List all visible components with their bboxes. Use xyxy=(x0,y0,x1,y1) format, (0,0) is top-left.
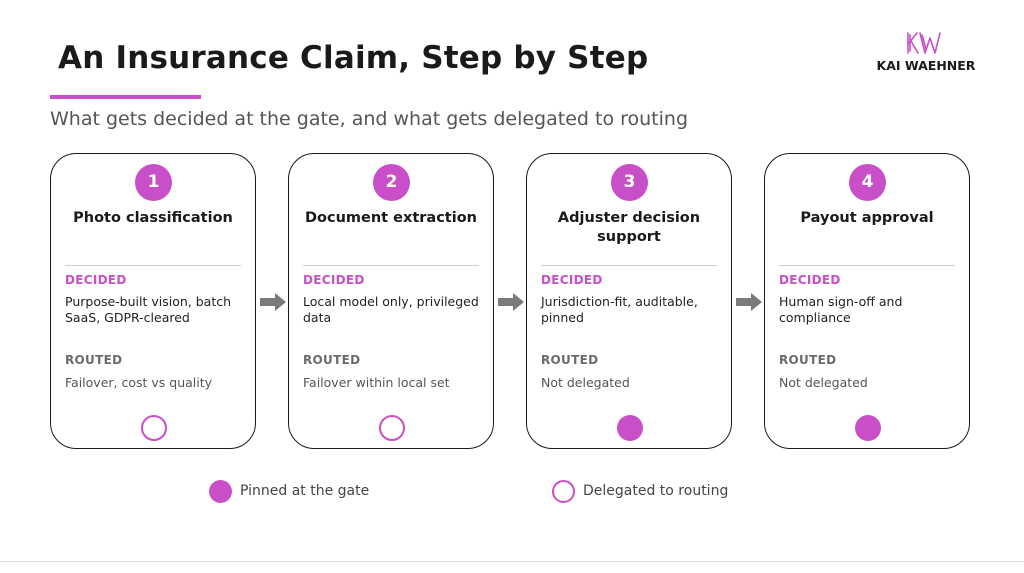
legend-label: Pinned at the gate xyxy=(240,483,370,499)
page-subtitle: What gets decided at the gate, and what … xyxy=(50,108,689,130)
step-title: Photo classification xyxy=(73,210,233,226)
decided-label: DECIDED xyxy=(779,273,841,287)
decided-label: DECIDED xyxy=(65,273,127,287)
decided-text: Local model only, privileged data xyxy=(303,294,479,325)
routed-text: Not delegated xyxy=(779,375,868,390)
kw-logo-mark-icon xyxy=(907,32,941,54)
footer-divider xyxy=(0,561,1024,562)
delegated-state-icon xyxy=(141,415,167,441)
legend-label: Delegated to routing xyxy=(583,483,729,499)
step-card-2: 2 Document extraction DECIDED Local mode… xyxy=(288,153,494,449)
arrow-right-icon xyxy=(260,293,286,311)
step-number-badge: 2 xyxy=(373,164,410,201)
brand-logo: KAI WAEHNER xyxy=(868,30,984,74)
title-underline xyxy=(50,95,201,99)
routed-label: ROUTED xyxy=(779,353,837,367)
step-title: Document extraction xyxy=(305,210,477,226)
card-divider xyxy=(541,265,717,266)
page-title: An Insurance Claim, Step by Step xyxy=(58,40,649,76)
decided-text: Human sign-off and compliance xyxy=(779,294,903,325)
card-divider xyxy=(779,265,955,266)
hollow-circle-icon xyxy=(552,480,575,503)
card-divider xyxy=(303,265,479,266)
routed-text: Failover, cost vs quality xyxy=(65,375,213,390)
pinned-state-icon xyxy=(855,415,881,441)
routed-label: ROUTED xyxy=(65,353,123,367)
delegated-state-icon xyxy=(379,415,405,441)
routed-label: ROUTED xyxy=(303,353,361,367)
step-number-badge: 4 xyxy=(849,164,886,201)
step-number-badge: 3 xyxy=(611,164,648,201)
decided-text: Jurisdiction-fit, auditable, pinned xyxy=(541,294,698,325)
step-card-1: 1 Photo classification DECIDED Purpose-b… xyxy=(50,153,256,449)
arrow-right-icon xyxy=(498,293,524,311)
decided-label: DECIDED xyxy=(303,273,365,287)
routed-text: Failover within local set xyxy=(303,375,450,390)
routed-text: Not delegated xyxy=(541,375,630,390)
pinned-state-icon xyxy=(617,415,643,441)
step-title: Adjuster decision support xyxy=(557,210,701,245)
arrow-right-icon xyxy=(736,293,762,311)
filled-circle-icon xyxy=(209,480,232,503)
step-card-4: 4 Payout approval DECIDED Human sign-off… xyxy=(764,153,970,449)
decided-label: DECIDED xyxy=(541,273,603,287)
step-number-badge: 1 xyxy=(135,164,172,201)
card-divider xyxy=(65,265,241,266)
routed-label: ROUTED xyxy=(541,353,599,367)
decided-text: Purpose-built vision, batch SaaS, GDPR-c… xyxy=(65,294,232,325)
logo-text: KAI WAEHNER xyxy=(876,58,976,73)
step-card-3: 3 Adjuster decision support DECIDED Juri… xyxy=(526,153,732,449)
step-title: Payout approval xyxy=(800,210,934,226)
